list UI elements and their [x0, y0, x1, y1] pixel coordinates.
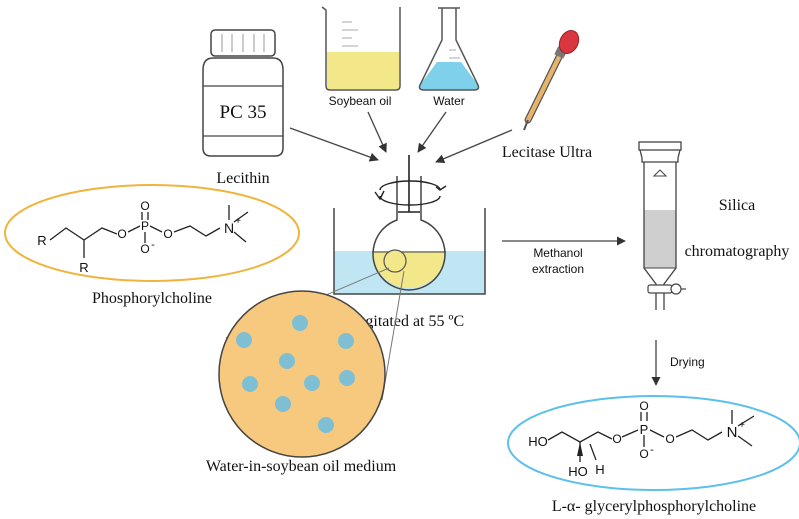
drying-label: Drying — [670, 355, 705, 369]
phosphorylcholine-structure — [49, 205, 249, 258]
water-flask-icon — [418, 7, 480, 91]
medium-label: Water-in-soybean oil medium — [206, 458, 397, 475]
lecithin-label: Lecithin — [216, 170, 269, 187]
pc-o-top: O — [140, 199, 149, 213]
emulsion-medium-icon — [218, 290, 386, 458]
lecithin-bottle-icon — [202, 29, 284, 157]
chromatography-column-icon — [638, 141, 686, 310]
phosphorylcholine-label: Phosphorylcholine — [92, 290, 212, 307]
methanol-label: Methanol — [533, 246, 582, 260]
gpc-o-bottom: O — [639, 447, 648, 461]
round-bottom-flask-icon — [372, 155, 446, 291]
gpc-ho-bottom: HO — [568, 464, 588, 479]
gpc-label: L-α- glycerylphosphorylcholine — [552, 498, 756, 515]
gpc-o-bridge1: O — [612, 432, 621, 446]
pc-o-bottom: O — [140, 242, 149, 256]
gpc-ellipse — [507, 395, 799, 491]
gpc-n: N — [727, 424, 738, 441]
gpc-structure — [547, 410, 755, 462]
gpc-o-bridge2: O — [665, 432, 674, 446]
gpc-o-minus: - — [650, 444, 654, 456]
pc-o-bridge2: O — [163, 227, 172, 241]
gpc-n-plus: + — [739, 420, 745, 431]
zoom-line-right — [381, 270, 405, 401]
pc-o-minus: - — [151, 239, 155, 251]
pc-o-bridge1: O — [117, 227, 126, 241]
pc-r-bottom: R — [79, 260, 88, 275]
soybean-oil-beaker-icon — [321, 6, 401, 91]
extraction-label: extraction — [532, 262, 584, 276]
arrow-lecithin — [289, 127, 379, 162]
gpc-o-top: O — [639, 399, 648, 413]
silica-label: Silica — [719, 197, 755, 214]
phosphorylcholine-ellipse — [4, 184, 300, 282]
gpc-p: P — [640, 422, 649, 437]
lecitase-pipette-icon — [523, 30, 580, 131]
gpc-ho-left: HO — [528, 434, 548, 449]
arrow-lecitase — [435, 129, 513, 164]
water-label: Water — [433, 94, 465, 108]
agitated-label: Agitated at 55 ºC — [354, 313, 464, 330]
gpc-h: H — [595, 462, 604, 477]
stirring-rotation-icon — [374, 180, 447, 206]
pc-n-plus: + — [235, 216, 241, 227]
pc-n: N — [224, 220, 234, 236]
pc-p: P — [141, 219, 149, 233]
pc-r-left: R — [37, 233, 46, 248]
arrow-soybean-oil — [367, 111, 387, 153]
arrow-water — [417, 111, 447, 153]
soybean-oil-label: Soybean oil — [329, 94, 392, 108]
chromatography-label: chromatography — [685, 243, 790, 260]
lecitase-label: Lecitase Ultra — [502, 144, 592, 161]
pc35-label: PC 35 — [220, 102, 267, 123]
